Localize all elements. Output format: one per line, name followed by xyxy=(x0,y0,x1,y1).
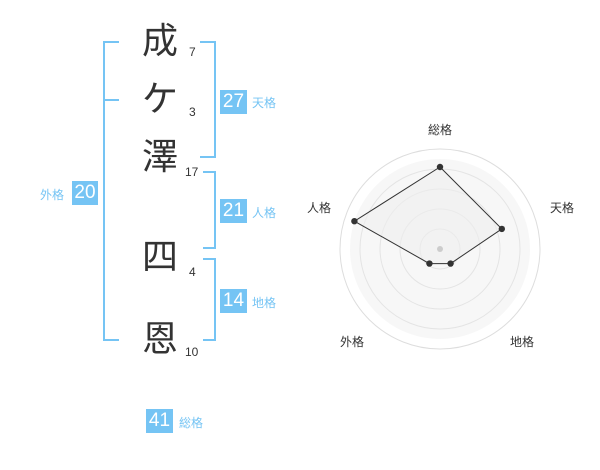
chikaku-bracket-vertical xyxy=(214,258,216,341)
name-char-4: 四 xyxy=(141,237,178,278)
chikaku-bracket-bottom xyxy=(203,339,216,341)
radar-point-3 xyxy=(447,260,454,267)
stroke-count-1: 7 xyxy=(189,45,196,59)
soukaku-value: 41 xyxy=(146,409,173,433)
radar-axis-label-gaikaku: 外格 xyxy=(340,335,365,349)
radar-axis-label-soukaku: 総格 xyxy=(428,123,453,137)
stroke-count-2: 3 xyxy=(189,105,196,119)
name-char-1: 成 xyxy=(141,21,178,62)
gaikaku-bracket-top xyxy=(103,41,119,43)
name-char-5: 恩 xyxy=(141,319,178,360)
radar-axis-label-chikaku: 地格 xyxy=(510,335,535,349)
radar-grid-ring xyxy=(339,148,541,350)
jinkaku-bracket-bottom xyxy=(203,247,216,249)
radar-point-2 xyxy=(498,225,506,233)
name-char-2: ケ xyxy=(141,79,178,120)
jinkaku-bracket-vertical xyxy=(214,171,216,249)
gaikaku-bracket-mid xyxy=(103,99,119,101)
radar-point-5 xyxy=(351,217,358,225)
jinkaku-label: 人格 xyxy=(252,206,277,220)
chikaku-bracket-top xyxy=(203,258,216,260)
radar-point-4 xyxy=(426,260,433,267)
radar-point-1 xyxy=(436,163,444,171)
gaikaku-bracket-vertical xyxy=(103,41,105,341)
jinkaku-bracket-top xyxy=(203,171,216,173)
gaikaku-value: 20 xyxy=(72,181,98,205)
radar-axis-label-jinkaku: 人格 xyxy=(307,201,332,215)
jinkaku-value: 21 xyxy=(220,199,247,223)
chikaku-label: 地格 xyxy=(252,296,277,310)
tenkaku-bracket-top xyxy=(200,41,216,43)
stroke-count-3: 17 xyxy=(185,165,199,179)
tenkaku-bracket-vertical xyxy=(214,41,216,158)
name-char-3: 澤 xyxy=(141,137,178,178)
stroke-count-4: 4 xyxy=(189,265,196,279)
tenkaku-value: 27 xyxy=(220,90,247,114)
gaikaku-label: 外格 xyxy=(40,188,65,202)
radar-data-polygon xyxy=(353,166,503,265)
tenkaku-bracket-bottom xyxy=(200,156,216,158)
stroke-count-5: 10 xyxy=(185,345,199,359)
radar-axis-label-tenkaku: 天格 xyxy=(550,201,575,215)
chikaku-value: 14 xyxy=(220,289,247,313)
soukaku-label: 総格 xyxy=(179,416,204,430)
gaikaku-bracket-bottom xyxy=(103,339,119,341)
radar-center-dot xyxy=(437,246,443,252)
tenkaku-label: 天格 xyxy=(252,96,277,110)
